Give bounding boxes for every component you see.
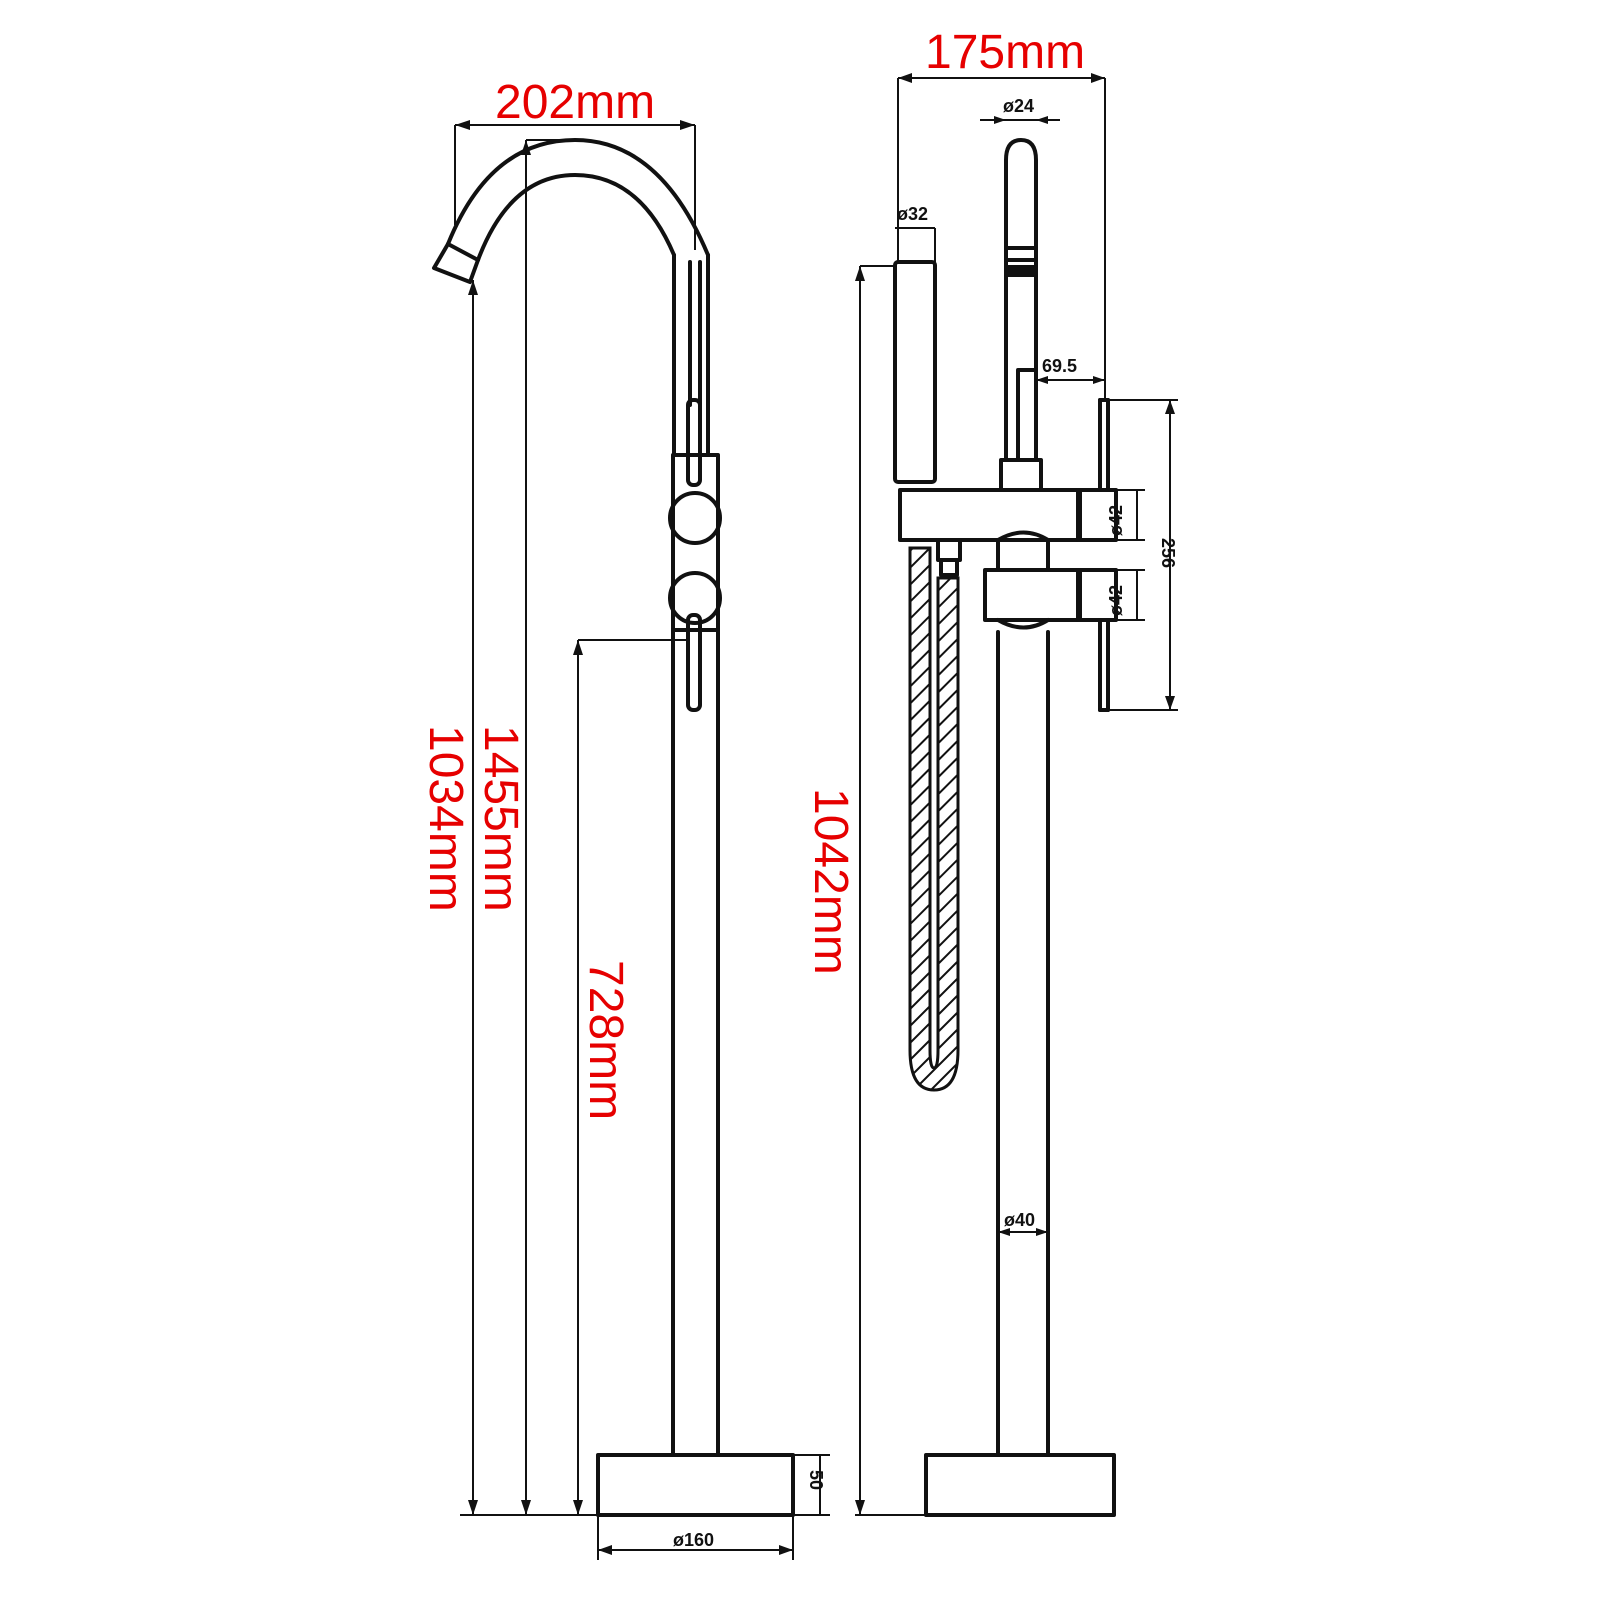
base-plate-front <box>924 1453 1116 1517</box>
handshower-holder <box>893 260 937 484</box>
mixer-body-front <box>999 458 1043 492</box>
label-handle-diameter-lower: ø42 <box>1106 585 1126 616</box>
handshower-wand <box>1004 138 1038 462</box>
label-wand-diameter: ø24 <box>1003 96 1034 116</box>
label-base-diameter: ø160 <box>673 1530 714 1550</box>
label-handshower-diameter: ø32 <box>897 204 928 224</box>
spout-outer <box>446 138 710 257</box>
label-overall-width: 175mm <box>925 26 1085 79</box>
label-total-height: 1455mm <box>474 725 527 912</box>
mixer-body <box>671 453 720 632</box>
right-view: 175mm ø24 ø32 69.5 1042mm ø42 ø42 256 ø4… <box>804 26 1178 1517</box>
label-column-diameter: ø40 <box>1004 1210 1035 1230</box>
hose-connector <box>936 538 962 562</box>
label-holder-height: 1042mm <box>804 788 857 975</box>
base-plate <box>596 1453 795 1517</box>
spout-inner <box>476 173 676 262</box>
lower-knob <box>668 571 722 625</box>
label-spout-width: 202mm <box>495 76 655 129</box>
label-offset: 69.5 <box>1042 356 1077 376</box>
left-view: 202mm 1034mm 1455mm 728mm 50 ø160 <box>419 76 830 1560</box>
upper-knob <box>668 491 722 545</box>
label-spout-outlet-height: 1034mm <box>419 725 472 912</box>
shower-hose <box>908 546 960 1092</box>
lower-handle-lever <box>686 613 702 712</box>
upper-handle-lever <box>686 398 702 487</box>
label-handle-span: 256 <box>1158 538 1178 568</box>
spout-nozzle <box>432 242 480 284</box>
label-handle-height: 728mm <box>579 960 632 1120</box>
label-handle-diameter-upper: ø42 <box>1106 505 1126 536</box>
label-base-height: 50 <box>806 1470 826 1490</box>
